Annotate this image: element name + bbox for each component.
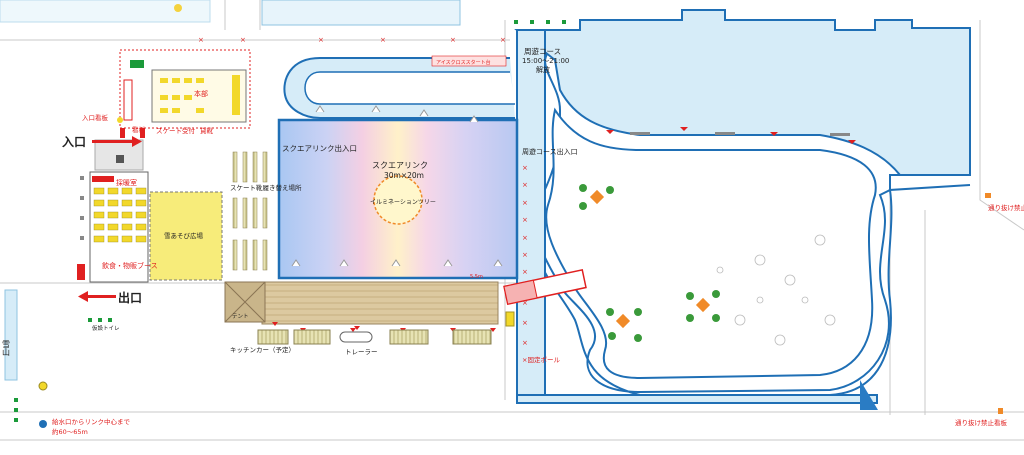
svg-text:×: ×	[522, 164, 528, 172]
signboard-label: 看板	[132, 125, 146, 134]
svg-text:×: ×	[380, 36, 386, 44]
entrance-sign-label: 入口看板	[82, 113, 109, 122]
main-office-label: 本部	[194, 89, 208, 98]
svg-text:×: ×	[522, 216, 528, 224]
svg-text:×: ×	[318, 36, 324, 44]
top-water	[0, 0, 461, 26]
pole-icon: × × × × × × × × × × × × × × × ×	[198, 36, 528, 347]
snow-play-label: 雪あそび広場	[164, 231, 204, 240]
trailer	[339, 331, 373, 343]
svg-text:×: ×	[522, 268, 528, 276]
deck	[224, 281, 499, 332]
tent-label: テント	[232, 313, 249, 320]
heating-room-label: 採暖室	[116, 178, 137, 187]
kitchen-cars	[257, 329, 492, 345]
svg-text:×: ×	[522, 199, 528, 207]
loop-course	[283, 9, 971, 410]
svg-text:×: ×	[522, 181, 528, 189]
svg-text:×: ×	[522, 251, 528, 259]
entrance-gate	[94, 128, 145, 171]
shoe-change-label: スケート靴履き替え場所	[230, 183, 302, 192]
skate-reception-label: スケート受付	[156, 126, 196, 135]
exit-label: 出口	[118, 290, 142, 305]
svg-text:×: ×	[522, 299, 528, 307]
loop-gate-label: 周遊コース出入口	[522, 147, 578, 156]
entrance-label: 入口	[62, 135, 86, 149]
svg-text:×: ×	[500, 36, 506, 44]
illumination-tree-label: イルミネーションツリー	[370, 199, 436, 206]
marker-icon	[174, 4, 182, 12]
svg-text:×: ×	[522, 319, 528, 327]
fixed-pole-label: ×固定ポール	[522, 355, 560, 364]
svg-text:×: ×	[450, 36, 456, 44]
snow-mountain-label: 雪山	[2, 340, 11, 357]
square-rink	[277, 105, 519, 280]
rink-width-label: 5.5m	[470, 274, 483, 280]
water-distance-label: 約60～65m	[52, 427, 88, 436]
tree-icon	[579, 184, 720, 342]
square-rink-size-label: 30m×20m	[384, 171, 424, 180]
loop-open-label: 解放	[536, 65, 550, 74]
arrow-icon	[78, 136, 142, 302]
bench-icon	[606, 127, 856, 144]
heating-room	[77, 171, 149, 283]
kitchen-car-label: キッチンカー（予定）	[230, 345, 295, 354]
square-rink-label: スクエアリンク	[372, 161, 428, 170]
no-through-sign-label-2: 通り抜け禁止看板	[955, 418, 1008, 427]
svg-text:×: ×	[240, 36, 246, 44]
water-inlet-label: 給水口からリンク中心まで	[52, 417, 131, 426]
main-office	[117, 49, 251, 129]
skate-start-label: アイスクロススタート台	[436, 59, 491, 66]
loop-course-label: 周遊コース	[524, 46, 561, 56]
svg-text:×: ×	[522, 339, 528, 347]
svg-text:×: ×	[522, 234, 528, 242]
snow-play-area	[149, 191, 223, 281]
square-rink-gate-label: スクエアリンク出入口	[282, 143, 357, 153]
shoe-change-benches	[232, 151, 268, 271]
trailer-label: トレーラー	[345, 348, 378, 356]
food-booths-label: 飲食・物販ブース	[102, 261, 158, 270]
rental-shoes-label: 貸靴	[200, 126, 214, 135]
toilet-legend-label: 仮設トイレ	[92, 324, 120, 332]
park-features	[505, 127, 856, 346]
loop-hours-label: 15:00～21:00	[522, 57, 569, 65]
loop-gate-bridge	[503, 268, 587, 306]
no-through-sign-label: 通り抜け禁止看板	[988, 203, 1024, 212]
snow-mountain	[4, 289, 18, 381]
svg-text:×: ×	[198, 36, 204, 44]
